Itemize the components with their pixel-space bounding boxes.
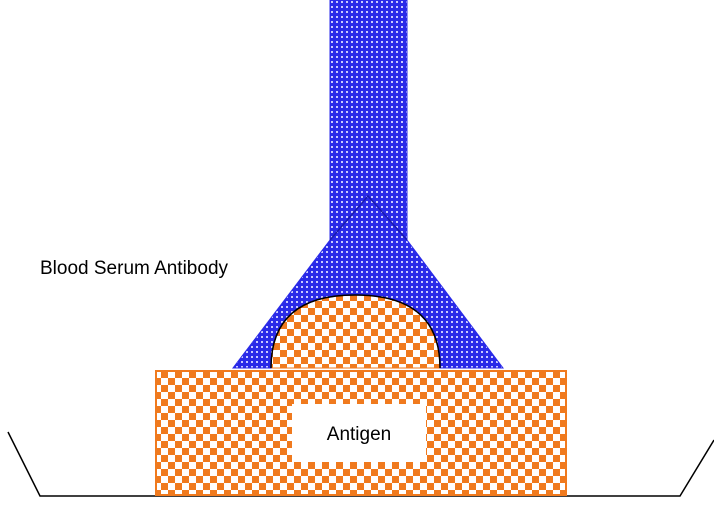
antigen-label: Antigen	[327, 424, 391, 445]
antibody-label: Blood Serum Antibody	[40, 258, 229, 279]
